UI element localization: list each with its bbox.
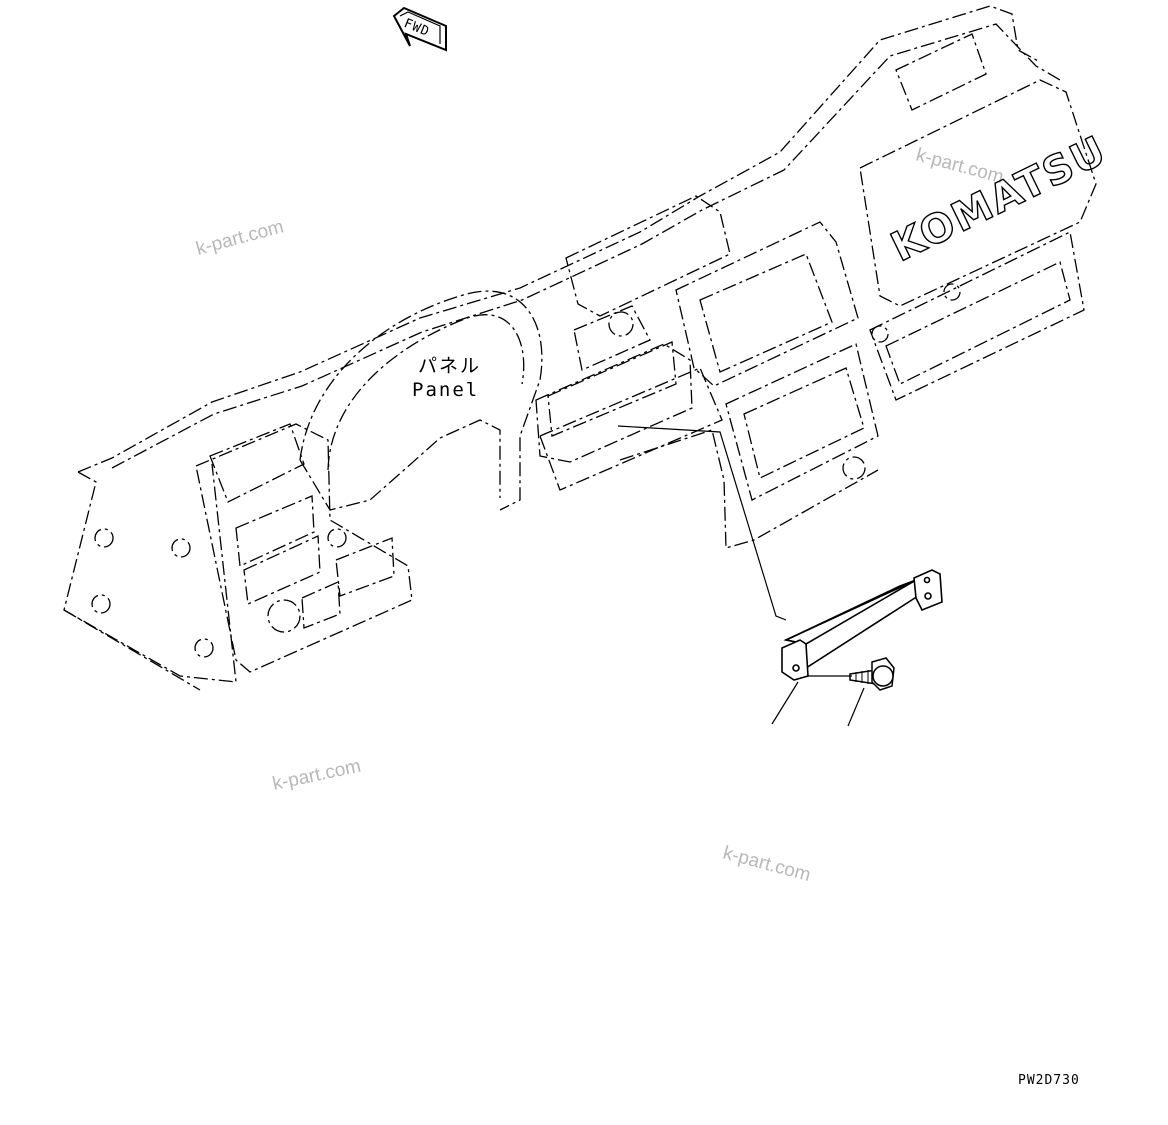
left-switch-pair [335, 537, 395, 597]
lower-console-inner [743, 367, 865, 479]
left-switch-row-2 [243, 535, 321, 605]
left-end-hole-4 [194, 638, 214, 658]
left-knob-small [327, 528, 347, 548]
upper-display-window [565, 195, 731, 317]
brand-block [859, 79, 1097, 307]
meter-hood-lower [299, 419, 501, 511]
panel-top-edge [77, 5, 1041, 473]
right-lower-inner [885, 261, 1071, 385]
left-switch-row-3 [301, 581, 341, 629]
bracket-hole-right-2 [923, 576, 931, 584]
main-display-opening [675, 221, 859, 387]
right-upper-slot [895, 33, 987, 111]
panel-label-en: Panel [412, 379, 479, 401]
bolt [849, 657, 895, 691]
left-switch-housing [195, 423, 413, 673]
left-end-hole-3 [91, 594, 111, 614]
watermark-3: k-part.com [721, 843, 813, 887]
center-right-knob [871, 325, 889, 343]
watermarks: k-part.com k-part.com k-part.com k-part.… [194, 145, 1006, 887]
console-bottom [619, 429, 879, 549]
leader-bolt [847, 687, 865, 727]
bracket-right-flange [913, 569, 943, 612]
meter-hood [299, 290, 543, 511]
drawing-code: PW2D730 [1018, 1073, 1080, 1088]
main-display-inner [699, 253, 833, 373]
left-end-hole-2 [171, 538, 191, 558]
center-switch-row-lower [547, 341, 677, 437]
meter-hood-inner [327, 314, 525, 471]
fwd-direction-marker: FWD [392, 6, 447, 52]
watermark-1: k-part.com [194, 216, 286, 260]
panel-left-lower [63, 609, 201, 691]
bracket-left-flange [781, 639, 809, 681]
bracket-hole-right [924, 592, 932, 600]
panel-left-end [63, 463, 237, 683]
center-knob [608, 311, 634, 337]
leader-bracket-panel [617, 425, 787, 621]
leader-lines [617, 425, 865, 727]
panel-label-jp: パネル [418, 355, 481, 377]
bracket [781, 569, 943, 681]
console-knob [842, 456, 866, 480]
center-lower-frame [539, 367, 723, 491]
lower-console-face [725, 343, 879, 501]
bolt-washer [872, 665, 894, 687]
right-knob [943, 283, 961, 301]
bracket-hole-left [792, 664, 800, 672]
watermark-2: k-part.com [271, 756, 363, 795]
instrument-panel [63, 5, 1097, 691]
left-switch-row-1 [235, 495, 315, 567]
center-switch-row-upper [573, 305, 651, 371]
panel-top-inner-edge [111, 23, 1061, 469]
left-upper-recess [209, 423, 305, 503]
leader-bracket [771, 681, 799, 725]
left-end-hole-1 [94, 528, 114, 548]
right-lower-face [869, 231, 1085, 401]
center-switch-bank [535, 343, 693, 463]
left-knob-large [267, 599, 301, 633]
